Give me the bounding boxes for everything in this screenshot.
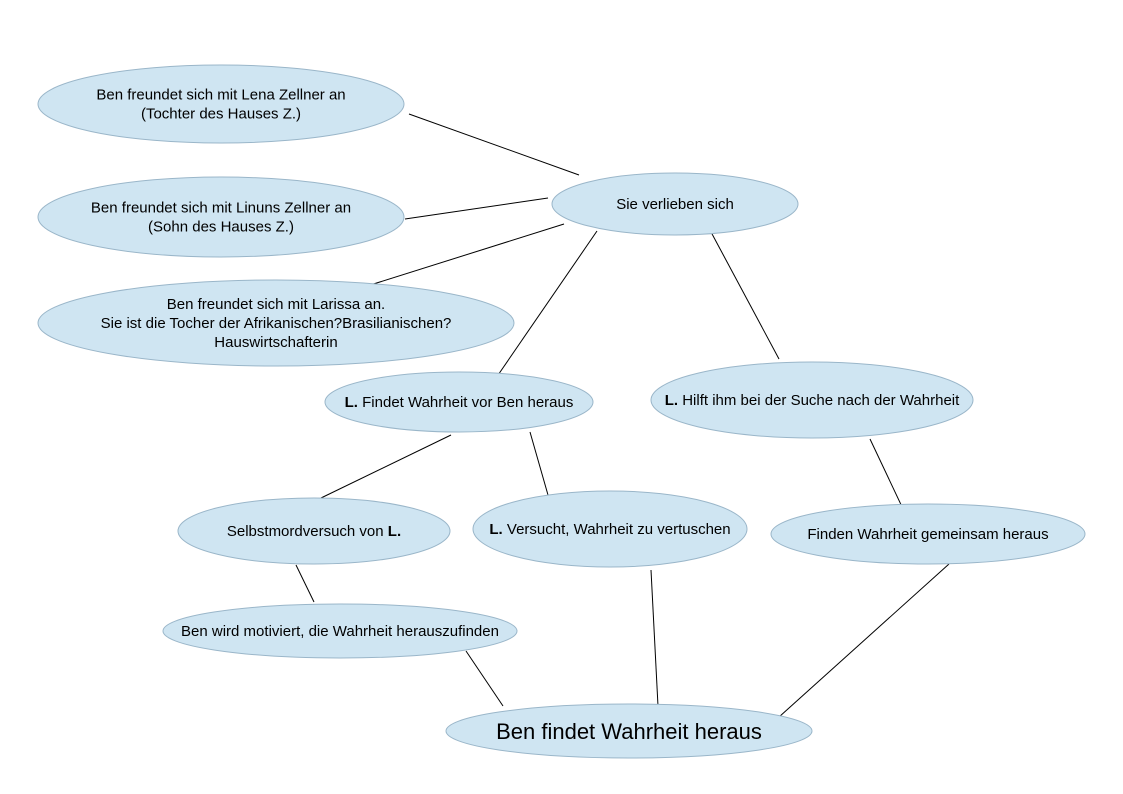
node-label-line: Sie ist die Tocher der Afrikanischen?Bra…	[101, 315, 452, 332]
node-ellipse	[177, 497, 451, 565]
node-label-part: Sie verlieben sich	[616, 196, 734, 213]
node-label-part: Hauswirtschafterin	[214, 334, 337, 351]
connector-gemeinsam-to-final	[778, 563, 950, 718]
node-label-part: (Sohn des Hauses Z.)	[148, 218, 294, 235]
node-label-part: Sie ist die Tocher der Afrikanischen?Bra…	[101, 315, 452, 332]
node-label-line: Sie verlieben sich	[616, 196, 734, 213]
node-label-line: Ben wird motiviert, die Wahrheit herausz…	[181, 623, 499, 640]
node-label-line: Ben findet Wahrheit heraus	[496, 719, 762, 744]
node-ellipse	[551, 172, 799, 236]
node-ellipse	[770, 503, 1086, 565]
node-gemeinsam: Finden Wahrheit gemeinsam heraus	[770, 503, 1086, 565]
node-verlieben: Sie verlieben sich	[551, 172, 799, 236]
connector-verlieben-to-findet_vor	[495, 230, 598, 379]
connector-larissa-to-verlieben	[347, 223, 565, 293]
node-linus: Ben freundet sich mit Linuns Zellner an (…	[37, 176, 405, 258]
node-label-line: (Tochter des Hauses Z.)	[141, 105, 301, 122]
connector-motiviert-to-final	[465, 650, 504, 707]
connector-lena-to-verlieben	[408, 113, 580, 176]
node-final: Ben findet Wahrheit heraus	[445, 703, 813, 759]
connector-hilft-to-gemeinsam	[869, 438, 905, 512]
node-label-part: Finden Wahrheit gemeinsam heraus	[807, 526, 1048, 543]
node-motiviert: Ben wird motiviert, die Wahrheit herausz…	[162, 603, 518, 659]
node-label-line: L. Hilft ihm bei der Suche nach der Wahr…	[665, 392, 960, 409]
node-label-part: L.	[388, 523, 401, 540]
node-label-part: L.	[489, 521, 502, 538]
connector-findet_vor-to-vertuschen	[529, 431, 549, 496]
node-label-part: Ben wird motiviert, die Wahrheit herausz…	[181, 623, 499, 640]
node-label-part: Hilft ihm bei der Suche nach der Wahrhei…	[678, 392, 960, 409]
node-label-line: Ben freundet sich mit Larissa an.	[167, 296, 385, 313]
node-label-line: Finden Wahrheit gemeinsam heraus	[807, 526, 1048, 543]
node-hilft: L. Hilft ihm bei der Suche nach der Wahr…	[650, 361, 974, 439]
node-label-part: (Tochter des Hauses Z.)	[141, 105, 301, 122]
node-label-part: L.	[665, 392, 678, 409]
node-ellipse	[445, 703, 813, 759]
node-label-part: Ben findet Wahrheit heraus	[496, 719, 762, 744]
edges	[295, 113, 950, 718]
node-label-line: L. Findet Wahrheit vor Ben heraus	[345, 394, 574, 411]
node-lena: Ben freundet sich mit Lena Zellner an (To…	[37, 64, 405, 144]
node-ellipse	[472, 490, 748, 568]
node-label-part: Versucht, Wahrheit zu vertuschen	[503, 521, 731, 538]
node-label-line: L. Versucht, Wahrheit zu vertuschen	[489, 521, 730, 538]
node-ellipse	[37, 64, 405, 144]
connector-findet_vor-to-selbstmord	[320, 434, 452, 499]
node-label-line: Selbstmordversuch von L.	[227, 523, 401, 540]
node-findet-vor: L. Findet Wahrheit vor Ben heraus	[324, 371, 594, 433]
node-label-line: Hauswirtschafterin	[214, 334, 337, 351]
connector-linus-to-verlieben	[404, 197, 549, 220]
node-larissa: Ben freundet sich mit Larissa an. Sie ist…	[37, 279, 515, 367]
connector-selbstmord-to-motiviert	[295, 564, 315, 603]
node-label-part: L.	[345, 394, 358, 411]
node-label-line: Ben freundet sich mit Lena Zellner an	[96, 86, 345, 103]
node-label-part: Findet Wahrheit vor Ben heraus	[358, 394, 573, 411]
node-ellipse	[324, 371, 594, 433]
node-ellipse	[37, 279, 515, 367]
node-ellipse	[162, 603, 518, 659]
node-label-part: Ben freundet sich mit Lena Zellner an	[96, 86, 345, 103]
node-label-line: Ben freundet sich mit Linuns Zellner an	[91, 199, 351, 216]
node-label-part: Ben freundet sich mit Linuns Zellner an	[91, 199, 351, 216]
node-ellipse	[37, 176, 405, 258]
node-label-part: Ben freundet sich mit Larissa an.	[167, 296, 385, 313]
node-label-line: (Sohn des Hauses Z.)	[148, 218, 294, 235]
connector-verlieben-to-hilft	[710, 231, 780, 360]
connector-vertuschen-to-final	[650, 569, 659, 707]
node-vertuschen: L. Versucht, Wahrheit zu vertuschen	[472, 490, 748, 568]
node-ellipse	[650, 361, 974, 439]
nodes: Ben freundet sich mit Lena Zellner an (To…	[37, 64, 1086, 759]
node-selbstmord: Selbstmordversuch von L.	[177, 497, 451, 565]
node-label-part: Selbstmordversuch von	[227, 523, 388, 540]
